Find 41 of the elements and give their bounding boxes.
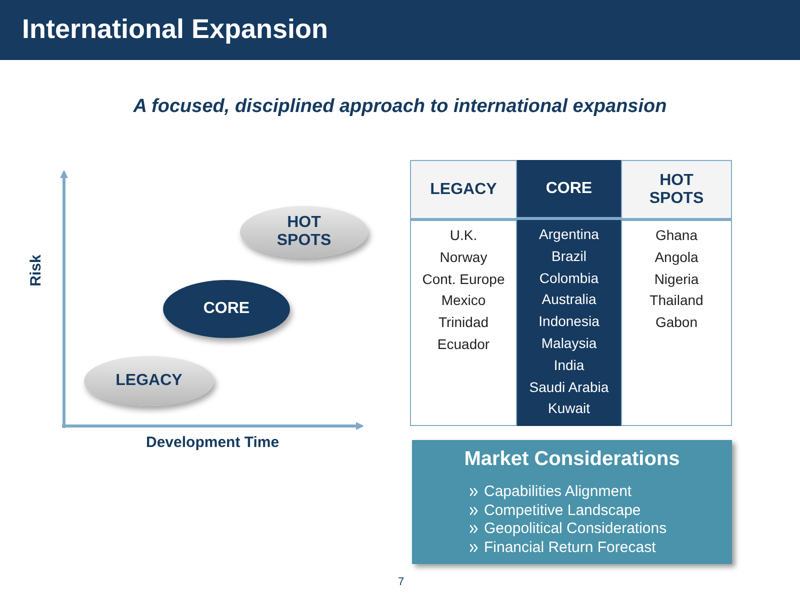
table-cell-text: Ghana (654, 226, 699, 245)
table-cell-text: Trinidad (437, 313, 490, 332)
stage-ellipse (84, 356, 214, 406)
panel-heading: Market Considerations (463, 448, 681, 471)
page-number: 7 (398, 576, 404, 588)
table-cell-text: Brazil (550, 246, 588, 266)
table-cell-text: Argentina (538, 225, 600, 244)
table-cell-text: Australia (540, 290, 598, 310)
bullet-text: Financial Return Forecast (484, 538, 656, 556)
considerations-panel (412, 440, 732, 564)
table-cell-text: Gabon (654, 313, 699, 332)
table-column (621, 160, 732, 426)
table-cell-text: Norway (438, 248, 488, 267)
axis-label: Development Time (146, 434, 280, 451)
table-cell-text: Cont. Europe (421, 270, 506, 289)
table-column (410, 160, 517, 426)
bullet-text: Geopolitical Considerations (484, 520, 667, 537)
column-header: HOT SPOTS (622, 161, 731, 221)
stage-label: CORE (202, 300, 251, 318)
table-cell-text: U.K. (448, 226, 478, 245)
table-cell-text: Saudi Arabia (528, 378, 610, 397)
table-cell-text: Kuwait (546, 399, 592, 418)
slide-title: International Expansion (22, 14, 328, 45)
table-cell-text: Thailand (648, 291, 704, 310)
table-cell-text: Malaysia (540, 334, 598, 353)
table-column (517, 160, 621, 426)
table-cell-text: Angola (654, 248, 700, 267)
stage-label: LEGACY (114, 372, 184, 390)
table-cell-text: Mexico (440, 291, 487, 310)
column-header: LEGACY (411, 161, 516, 221)
table-cell-text: Ecuador (436, 334, 491, 354)
stage-ellipse (240, 206, 368, 258)
bullet-text: Competitive Landscape (484, 502, 641, 518)
table-cell-text: Indonesia (538, 312, 600, 332)
subtitle: A focused, disciplined approach to international expansion (132, 96, 668, 118)
table-cell-text: Nigeria (653, 270, 700, 289)
table-cell-text: Colombia (538, 268, 600, 288)
bullet-text: Capabilities Alignment (484, 483, 632, 500)
axis-label: Risk (27, 254, 44, 286)
table-cell-text: India (552, 356, 586, 375)
stage-label: HOT SPOTS (276, 214, 332, 250)
